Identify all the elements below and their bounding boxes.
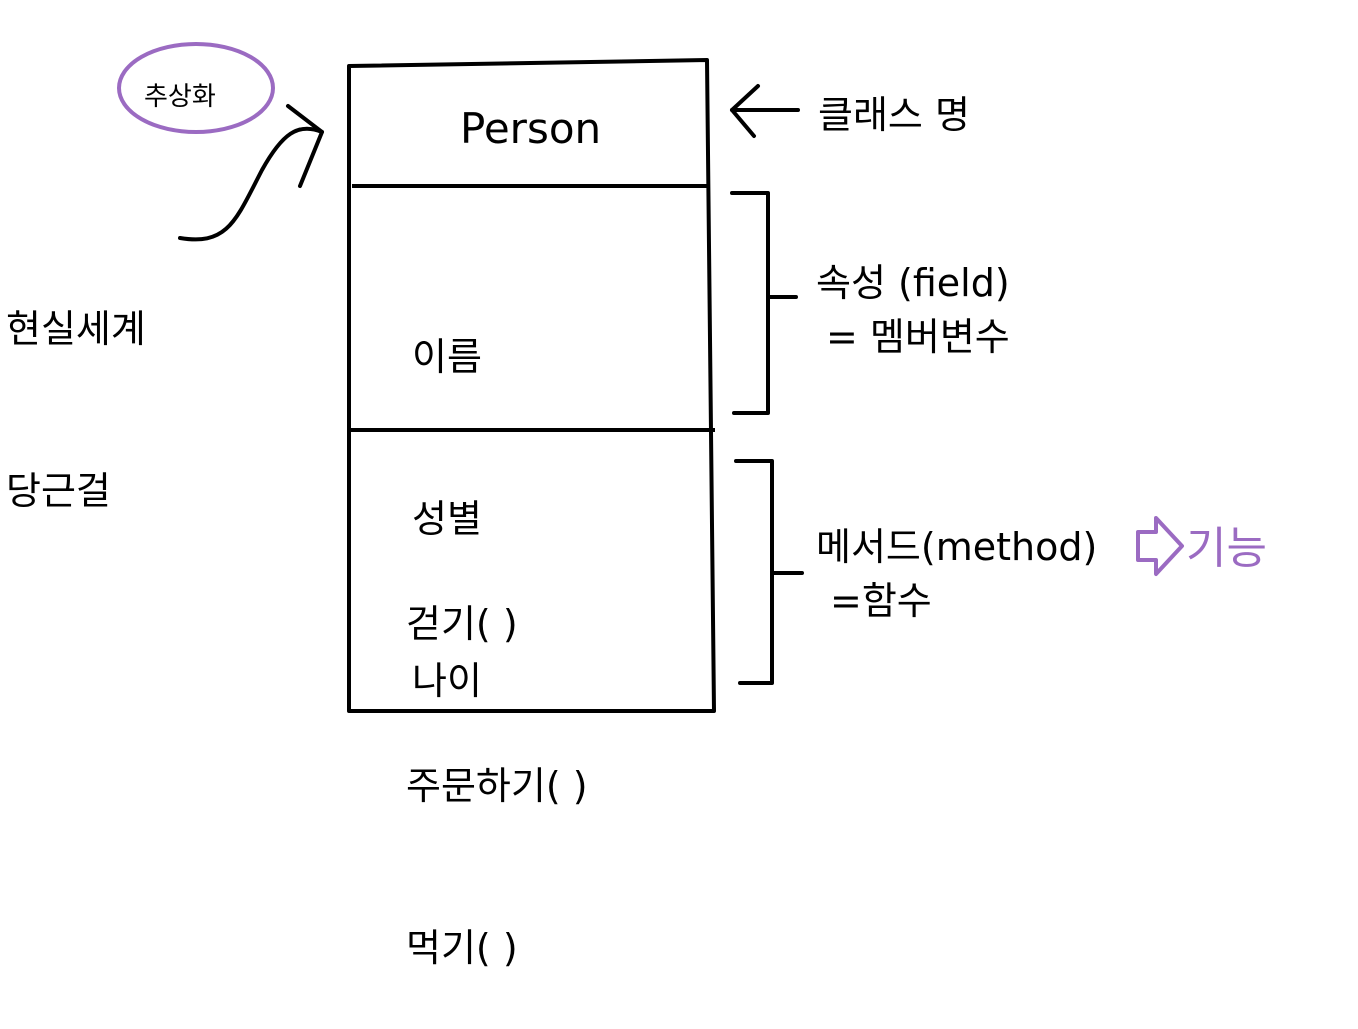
field-item: 나이: [412, 659, 482, 703]
attribute-bracket: [730, 191, 798, 415]
method-bracket: [734, 459, 804, 685]
method-equivalent-label: =함수: [830, 579, 932, 623]
class-name-label: 클래스 명: [818, 93, 970, 137]
field-item: 이름: [412, 335, 482, 379]
attribute-label: 속성 (field): [816, 261, 1010, 305]
class-name: Person: [460, 104, 602, 153]
abstraction-circle: [117, 42, 275, 134]
method-label: 메서드(method): [816, 525, 1098, 569]
method-list: 걷기( ) 주문하기( ) 먹기( ): [406, 489, 588, 1029]
reality-curved-arrow: [178, 104, 324, 242]
function-arrow-icon: [1136, 516, 1184, 576]
method-item: 주문하기( ): [406, 764, 588, 808]
reality-label: 현실세계 당근걸: [6, 194, 146, 572]
uml-class-diagram-drawing: [117, 42, 1184, 713]
class-box-outline: [347, 58, 716, 713]
method-item: 먹기( ): [406, 926, 518, 970]
class-name-arrow: [730, 84, 800, 138]
function-label: 기능: [1186, 523, 1267, 574]
abstraction-label: 추상화: [144, 82, 216, 112]
field-list: 이름 성별 나이: [412, 222, 482, 762]
reality-line: 당근걸: [6, 469, 111, 513]
method-item: 걷기( ): [406, 602, 518, 646]
attribute-equivalent-label: = 멤버변수: [826, 315, 1010, 359]
reality-line: 현실세계: [6, 307, 146, 351]
field-item: 성별: [412, 497, 482, 541]
